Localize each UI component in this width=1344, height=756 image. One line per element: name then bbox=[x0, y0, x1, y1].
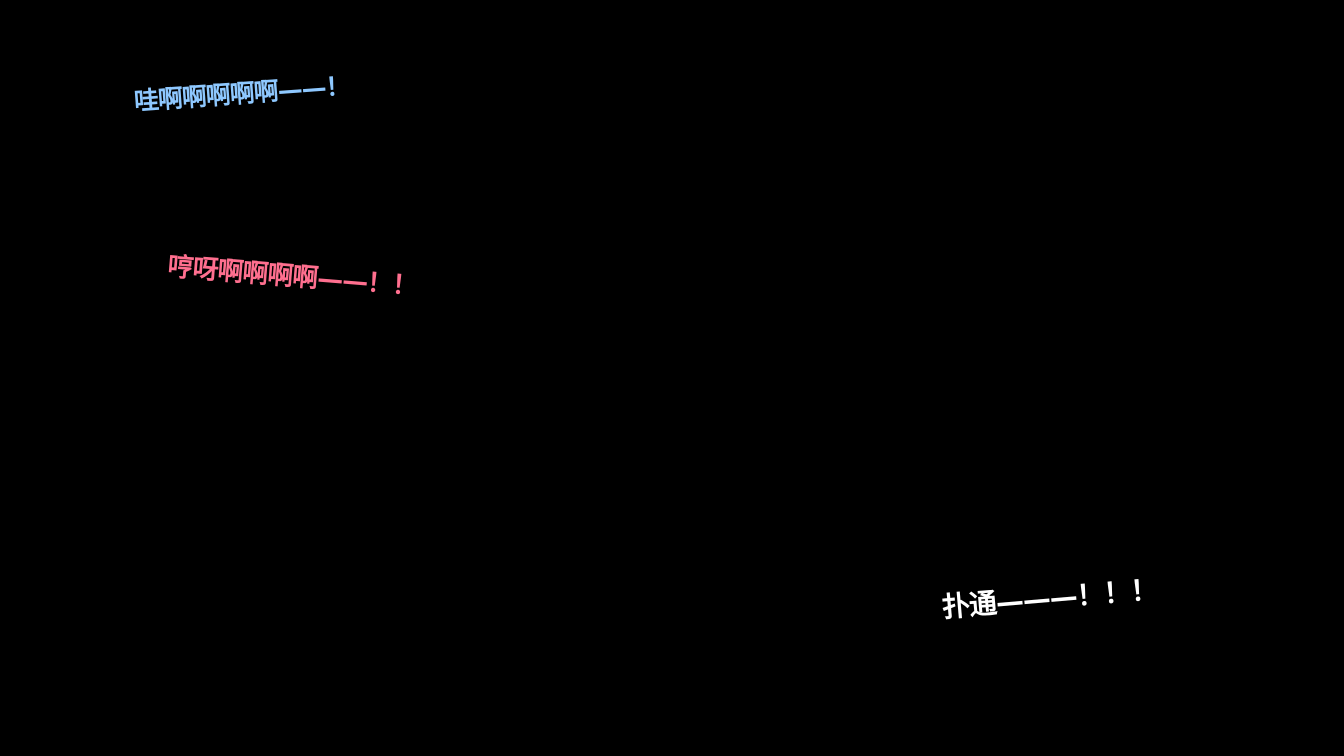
sound-effect-thud: 扑通———！！！ bbox=[940, 572, 1159, 624]
sound-effect-yell: 哼呀啊啊啊啊——！！ bbox=[166, 252, 419, 302]
sound-effect-wail: 哇啊啊啊啊啊——！ bbox=[133, 71, 351, 116]
